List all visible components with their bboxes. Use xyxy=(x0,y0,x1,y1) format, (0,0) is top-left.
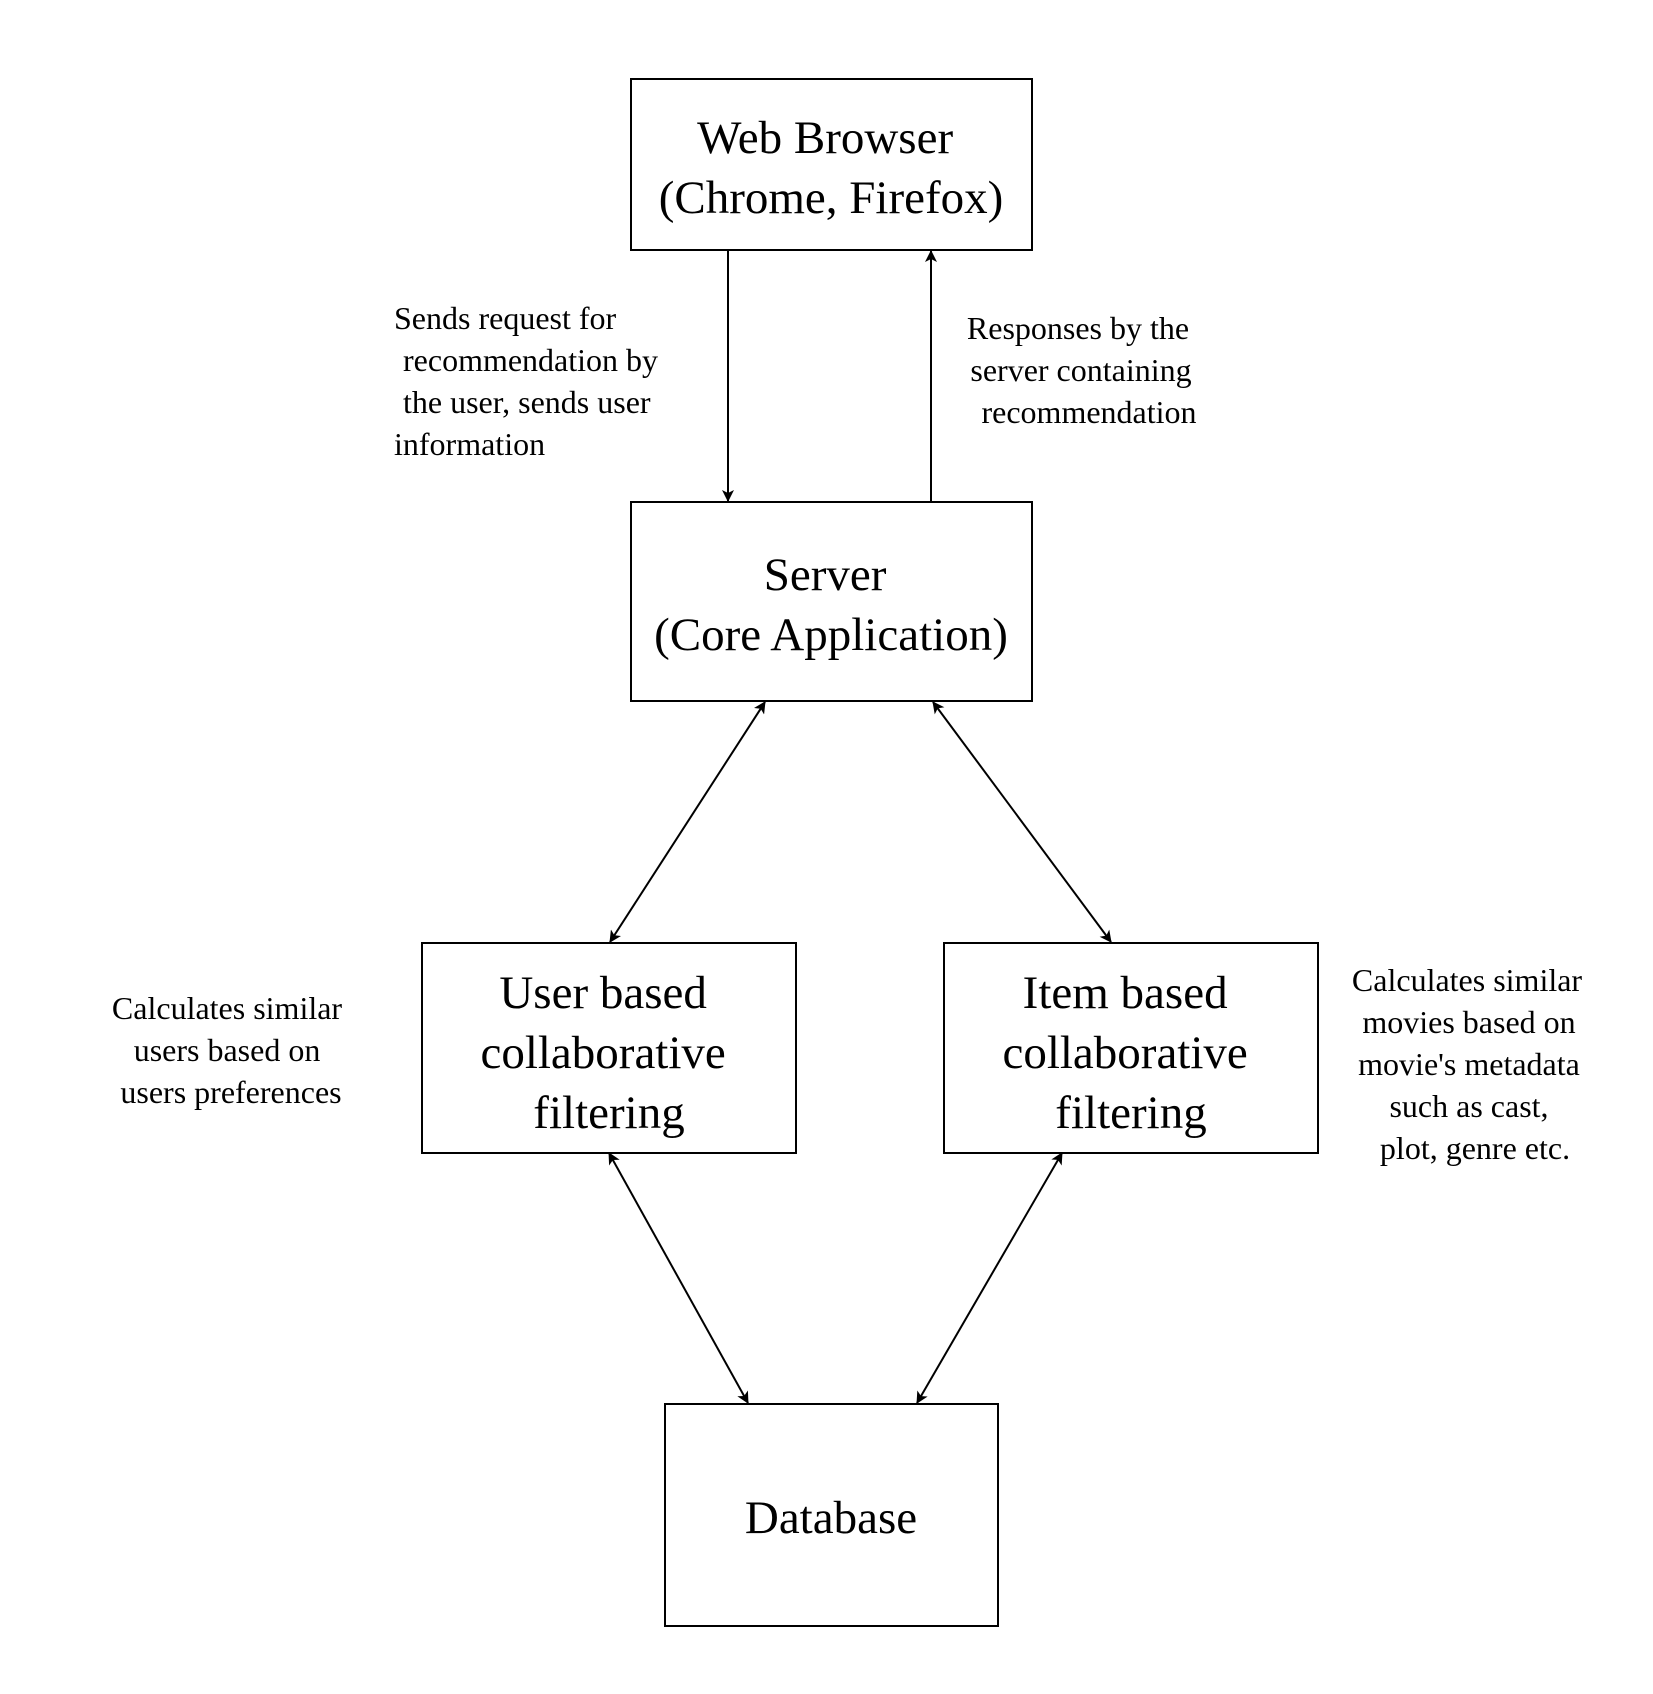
node-item-cf: Item based collaborative filtering xyxy=(943,942,1319,1154)
user-cf-label-line-1: User based xyxy=(499,967,707,1019)
browser-label-line-1: Web Browser xyxy=(697,112,953,164)
item-cf-annotation-line-1: Calculates similar xyxy=(1352,962,1583,998)
user-cf-annotation: Calculates similar users based on users … xyxy=(112,990,350,1110)
user-cf-label-line-3: filtering xyxy=(533,1087,684,1139)
user-cf-box xyxy=(421,942,797,1154)
browser-box xyxy=(630,78,1033,251)
user-cf-label: User based collaborative filtering xyxy=(480,967,737,1139)
item-cf-label-line-1: Item based xyxy=(1023,967,1228,1019)
request-annotation-line-3: the user, sends user xyxy=(403,384,651,420)
response-annotation-line-2: server containing xyxy=(970,352,1191,388)
node-user-cf: User based collaborative filtering xyxy=(421,942,797,1154)
item-cf-label: Item based collaborative filtering xyxy=(1002,967,1259,1139)
server-box xyxy=(630,501,1033,702)
edges xyxy=(608,250,1112,1404)
browser-label: Web Browser (Chrome, Firefox) xyxy=(659,112,1004,224)
server-label: Server (Core Application) xyxy=(654,549,1008,661)
response-annotation-line-1: Responses by the xyxy=(967,310,1189,346)
edge-server-user-cf xyxy=(609,701,766,943)
node-server: Server (Core Application) xyxy=(630,501,1033,702)
node-database: Database xyxy=(664,1403,999,1627)
item-cf-annotation-line-5: plot, genre etc. xyxy=(1380,1130,1570,1166)
node-browser: Web Browser (Chrome, Firefox) xyxy=(630,78,1033,251)
item-cf-label-line-3: filtering xyxy=(1055,1087,1206,1139)
database-box xyxy=(664,1403,999,1627)
edge-server-item-cf xyxy=(932,701,1112,943)
user-cf-annotation-line-3: users preferences xyxy=(120,1074,341,1110)
response-annotation-line-3: recommendation xyxy=(981,394,1196,430)
user-cf-annotation-line-2: users based on xyxy=(134,1032,321,1068)
item-cf-label-line-2: collaborative xyxy=(1002,1027,1247,1079)
database-label-line-1: Database xyxy=(745,1492,917,1544)
item-cf-box xyxy=(943,942,1319,1154)
database-label: Database xyxy=(745,1492,917,1544)
edge-item-cf-database xyxy=(916,1152,1063,1404)
request-annotation: Sends request for recommendation by the … xyxy=(394,300,666,462)
request-annotation-line-4: information xyxy=(394,426,545,462)
item-cf-annotation-line-3: movie's metadata xyxy=(1358,1046,1580,1082)
item-cf-annotation: Calculates similar movies based on movie… xyxy=(1352,962,1590,1166)
item-cf-annotation-line-4: such as cast, xyxy=(1389,1088,1548,1124)
user-cf-label-line-2: collaborative xyxy=(480,1027,725,1079)
browser-label-line-2: (Chrome, Firefox) xyxy=(659,172,1004,224)
request-annotation-line-2: recommendation by xyxy=(403,342,658,378)
edge-user-cf-database xyxy=(608,1152,749,1404)
user-cf-annotation-line-1: Calculates similar xyxy=(112,990,343,1026)
server-label-line-2: (Core Application) xyxy=(654,609,1008,661)
server-label-line-1: Server xyxy=(764,549,887,601)
item-cf-annotation-line-2: movies based on xyxy=(1362,1004,1575,1040)
request-annotation-line-1: Sends request for xyxy=(394,300,617,336)
response-annotation: Responses by the server containing recom… xyxy=(967,310,1200,430)
